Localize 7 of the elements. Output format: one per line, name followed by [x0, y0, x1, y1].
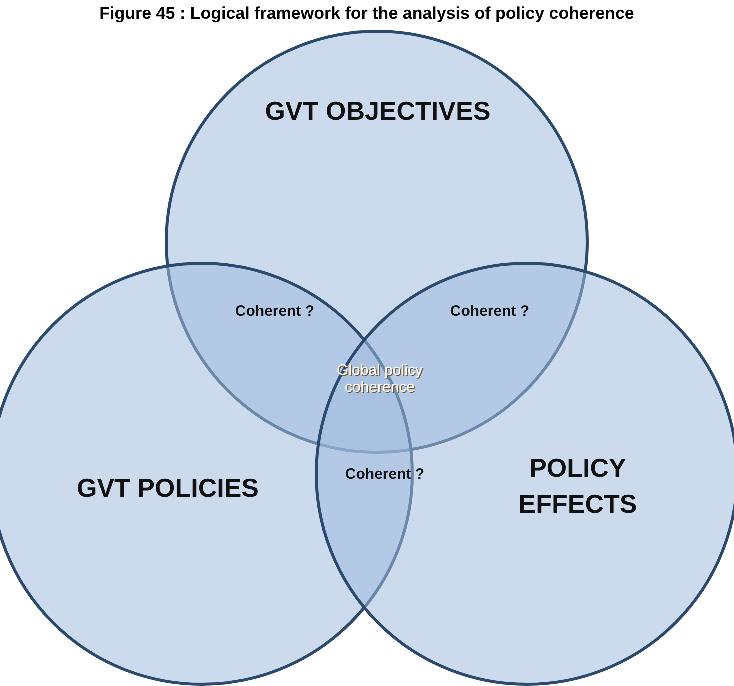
figure-title: Figure 45 : Logical framework for the analysis of policy coherence — [98, 4, 636, 24]
overlap-label: Coherent ? — [234, 303, 316, 320]
set-label: POLICY EFFECTS — [518, 452, 638, 522]
overlap-label: Coherent ? — [449, 303, 531, 320]
set-label: GVT OBJECTIVES — [264, 95, 492, 128]
overlap-label: Coherent ? — [344, 466, 426, 483]
set-label: GVT POLICIES — [76, 472, 260, 505]
